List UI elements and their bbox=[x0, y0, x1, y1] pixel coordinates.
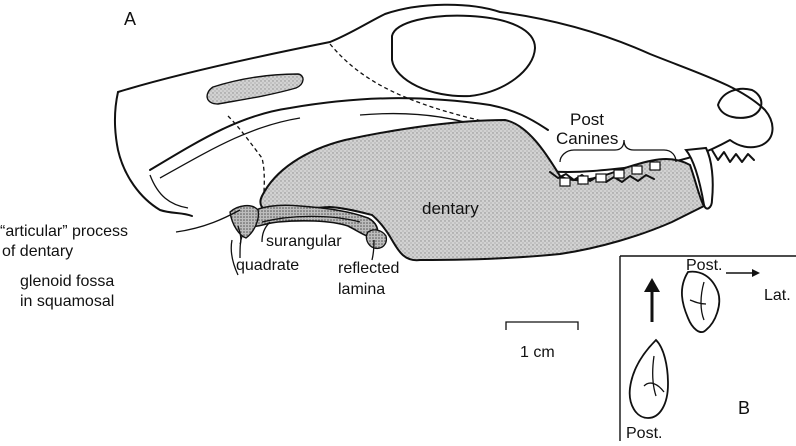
quadrate-region bbox=[230, 206, 258, 244]
posterior-arrow bbox=[644, 278, 660, 322]
glenoid-fossa-label-line1: glenoid fossa bbox=[20, 273, 114, 290]
scale-bar bbox=[506, 322, 578, 330]
lateral-arrow bbox=[726, 269, 760, 277]
scale-bar-label: 1 cm bbox=[520, 344, 555, 361]
articular-process-label-line1: “articular” process bbox=[0, 223, 128, 240]
post-canines-label-line1: Post bbox=[570, 110, 604, 129]
incisors bbox=[712, 150, 754, 162]
articular-process-label-line2: of dentary bbox=[2, 243, 73, 260]
tooth-side-view bbox=[630, 340, 668, 418]
panel-a-letter: A bbox=[124, 9, 136, 29]
orbit-opening bbox=[392, 16, 535, 96]
tooth-top-view bbox=[682, 272, 719, 332]
reflected-lamina-label-line2: lamina bbox=[338, 281, 385, 298]
glenoid-fossa-label-line2: in squamosal bbox=[20, 293, 114, 310]
surangular-label: surangular bbox=[266, 233, 342, 250]
post-canines-label-line2: Canines bbox=[556, 129, 618, 148]
panel-b-lat-label: Lat. bbox=[764, 287, 791, 304]
panel-b-post-bottom-label: Post. bbox=[626, 425, 662, 441]
temporal-fenestra-stipple bbox=[207, 74, 303, 104]
dentary-label: dentary bbox=[422, 199, 479, 218]
reflected-lamina-label-line1: reflected bbox=[338, 260, 399, 277]
panel-b-post-top-label: Post. bbox=[686, 257, 722, 274]
reflected-lamina bbox=[366, 230, 386, 248]
quadrate-label: quadrate bbox=[236, 257, 299, 274]
panel-b-letter: B bbox=[738, 398, 750, 418]
nasal-opening bbox=[718, 89, 761, 118]
